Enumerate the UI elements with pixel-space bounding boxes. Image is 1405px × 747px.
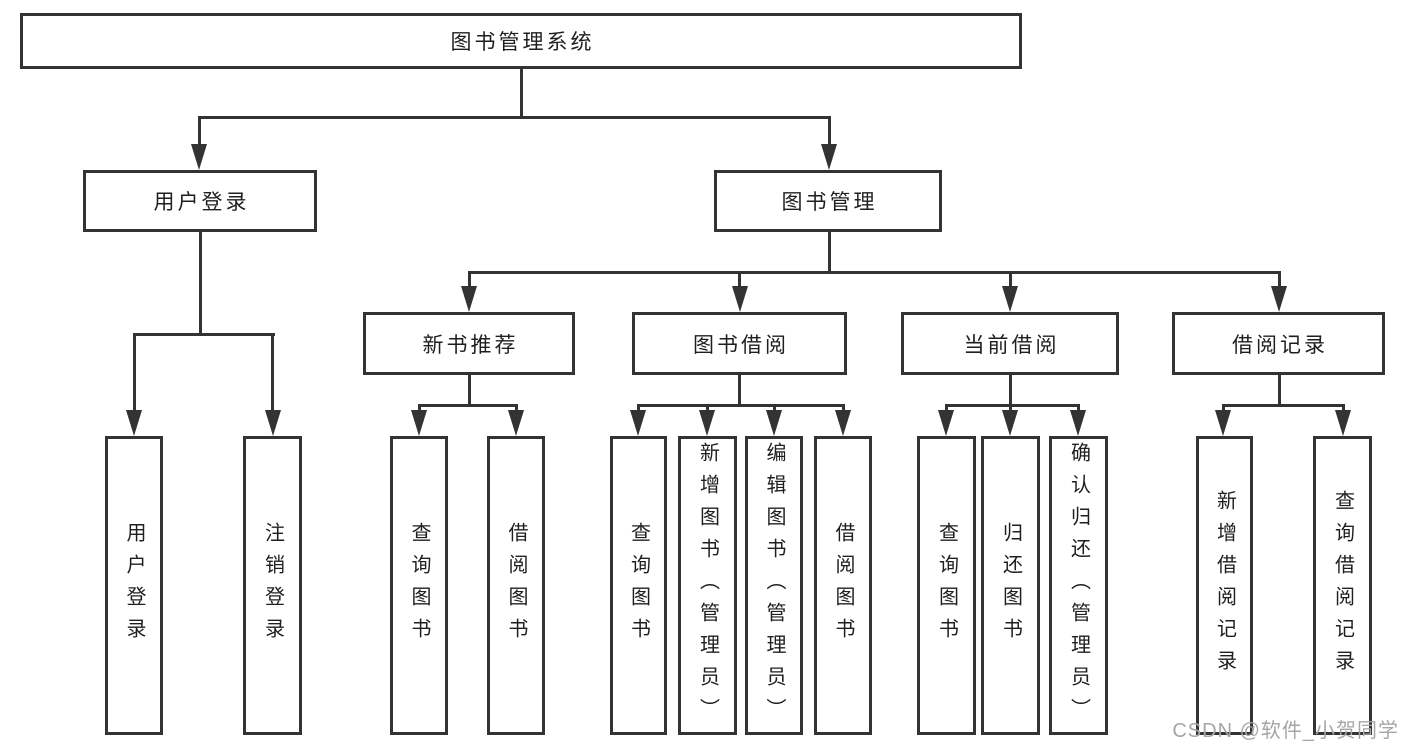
leaf-cb-confirm-return-admin: 确认归还（管理员） bbox=[1049, 436, 1108, 735]
arrow-head-to-leaf-login bbox=[126, 410, 142, 436]
arrow-head-cb-return bbox=[1002, 410, 1018, 436]
node-book-borrowing: 图书借阅 bbox=[632, 312, 847, 375]
arrow-stem-to-leaf-logout bbox=[271, 333, 274, 412]
node-current-borrowing: 当前借阅 bbox=[901, 312, 1119, 375]
connector-new-book-trunk bbox=[467, 375, 471, 407]
leaf-nb-query-books: 查询图书 bbox=[390, 436, 448, 735]
node-user-login: 用户登录 bbox=[83, 170, 317, 232]
arrow-stem-to-new-book bbox=[467, 271, 471, 288]
connector-current-borrow-branch bbox=[944, 404, 1080, 407]
arrow-head-to-book-management bbox=[821, 144, 837, 170]
arrow-stem-bb-query bbox=[636, 404, 640, 412]
leaf-bb-borrow-books: 借阅图书 bbox=[814, 436, 872, 735]
arrow-head-nb-borrow bbox=[508, 410, 524, 436]
connector-root-trunk bbox=[519, 69, 523, 119]
arrow-stem-to-user-login bbox=[197, 116, 201, 146]
leaf-logout: 注销登录 bbox=[243, 436, 302, 735]
connector-borrow-records-branch bbox=[1221, 404, 1345, 407]
arrow-head-nb-query bbox=[411, 410, 427, 436]
arrow-head-to-book-borrow bbox=[731, 286, 748, 312]
arrow-stem-cb-query bbox=[944, 404, 948, 412]
arrow-head-bb-query bbox=[630, 410, 646, 436]
arrow-stem-to-leaf-login bbox=[132, 333, 136, 412]
node-library-management-system: 图书管理系统 bbox=[20, 13, 1022, 69]
arrow-stem-br-add bbox=[1221, 404, 1225, 412]
arrow-head-to-new-book bbox=[461, 286, 477, 312]
arrow-head-to-borrow-records bbox=[1271, 286, 1287, 312]
connector-book-management-branch bbox=[467, 271, 1281, 274]
arrow-stem-nb-borrow bbox=[514, 404, 518, 412]
connector-new-book-branch bbox=[417, 404, 518, 407]
connector-user-login-trunk bbox=[198, 232, 202, 336]
arrow-head-to-leaf-logout bbox=[264, 410, 281, 436]
connector-book-borrow-branch bbox=[636, 404, 845, 407]
arrow-head-cb-confirm bbox=[1070, 410, 1086, 436]
arrow-head-to-user-login bbox=[191, 144, 207, 170]
arrow-stem-bb-add bbox=[705, 404, 709, 412]
leaf-bb-add-books-admin: 新增图书（管理员） bbox=[678, 436, 737, 735]
arrow-head-br-query bbox=[1335, 410, 1351, 436]
arrow-stem-to-book-borrow bbox=[738, 271, 741, 288]
connector-book-management-trunk bbox=[827, 232, 831, 273]
arrow-stem-cb-return bbox=[1008, 404, 1012, 412]
arrow-head-bb-borrow bbox=[835, 410, 851, 436]
arrow-stem-cb-confirm bbox=[1076, 404, 1080, 412]
arrow-stem-to-current-borrow bbox=[1008, 271, 1012, 288]
arrow-stem-bb-borrow bbox=[841, 404, 845, 412]
arrow-stem-bb-edit bbox=[772, 404, 776, 412]
arrow-head-to-current-borrow bbox=[1002, 286, 1018, 312]
connector-current-borrow-trunk bbox=[1008, 375, 1012, 407]
leaf-cb-query-books: 查询图书 bbox=[917, 436, 976, 735]
arrow-stem-nb-query bbox=[417, 404, 421, 412]
leaf-br-add-record: 新增借阅记录 bbox=[1196, 436, 1253, 735]
node-borrowing-records: 借阅记录 bbox=[1172, 312, 1385, 375]
leaf-bb-query-books: 查询图书 bbox=[610, 436, 667, 735]
arrow-head-br-add bbox=[1215, 410, 1231, 436]
arrow-head-bb-add bbox=[699, 410, 715, 436]
leaf-br-query-record: 查询借阅记录 bbox=[1313, 436, 1372, 735]
connector-book-borrow-trunk bbox=[738, 375, 741, 407]
csdn-watermark: CSDN @软件_小贺同学 bbox=[1172, 720, 1399, 742]
connector-root-branch bbox=[197, 116, 831, 119]
arrow-stem-to-book-management bbox=[827, 116, 831, 146]
node-new-book-recommendation: 新书推荐 bbox=[363, 312, 575, 375]
arrow-stem-br-query bbox=[1341, 404, 1345, 412]
connector-borrow-records-trunk bbox=[1277, 375, 1281, 407]
node-book-management: 图书管理 bbox=[714, 170, 942, 232]
leaf-nb-borrow-books: 借阅图书 bbox=[487, 436, 545, 735]
connector-user-login-branch bbox=[132, 333, 275, 336]
arrow-head-cb-query bbox=[938, 410, 954, 436]
leaf-bb-edit-books-admin: 编辑图书（管理员） bbox=[745, 436, 803, 735]
arrow-stem-to-borrow-records bbox=[1277, 271, 1281, 288]
leaf-cb-return-books: 归还图书 bbox=[981, 436, 1040, 735]
leaf-user-login: 用户登录 bbox=[105, 436, 163, 735]
arrow-head-bb-edit bbox=[766, 410, 782, 436]
